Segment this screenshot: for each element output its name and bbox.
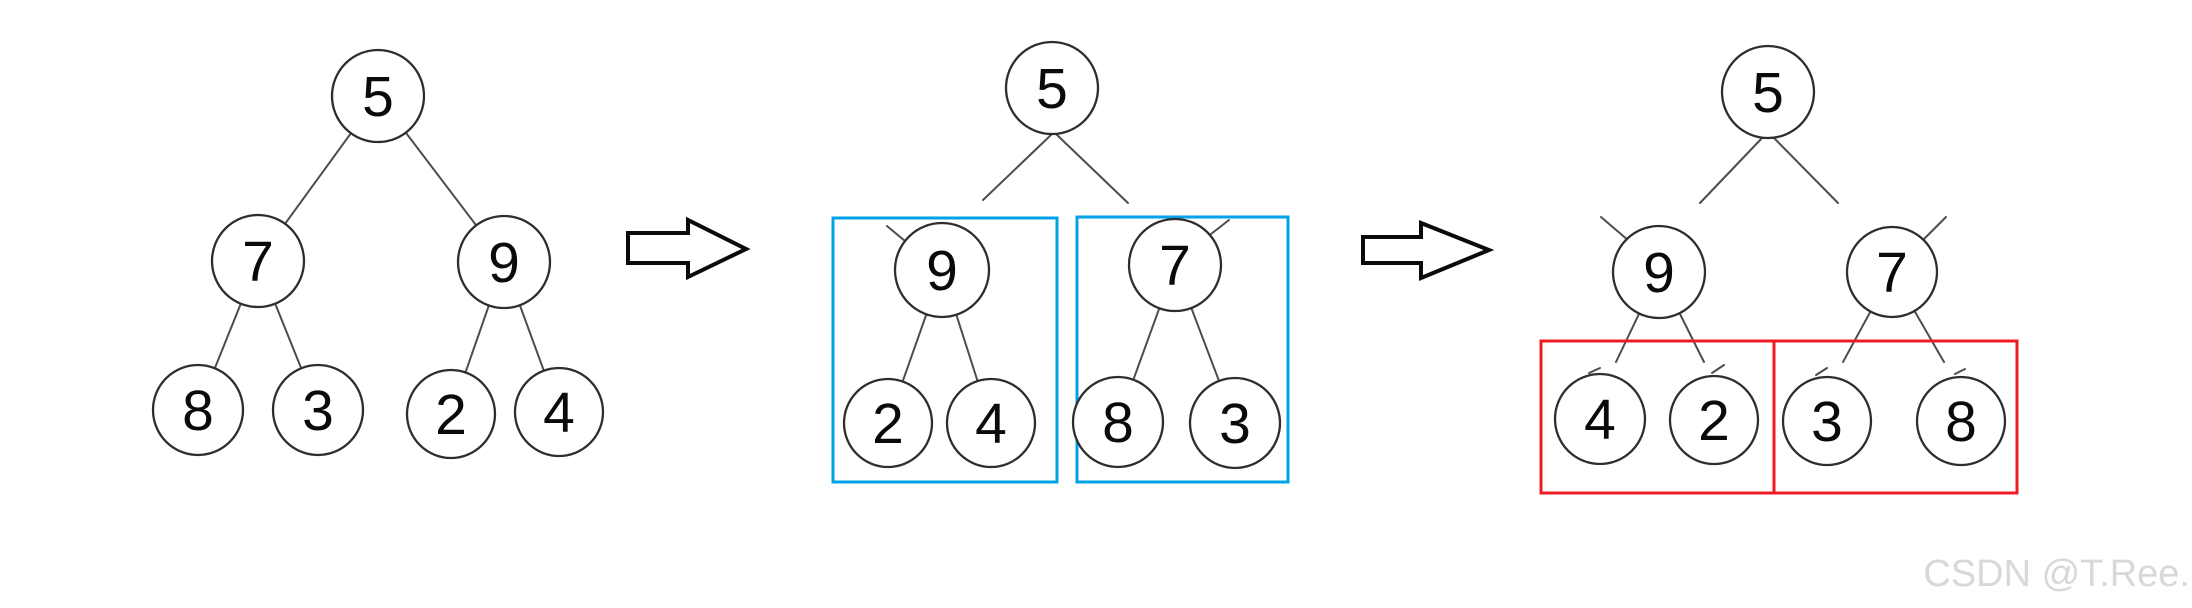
highlight-box-blue-left: [831, 216, 1059, 484]
tree-node: 3: [1188, 376, 1282, 470]
node-circle: [1127, 217, 1223, 313]
tree-3-nodes: 5 9 7 4 2 3 8: [1553, 44, 2007, 467]
node-value: 2: [1698, 389, 1730, 453]
tree-node: 7: [1845, 225, 1939, 319]
tree-1-nodes: 5 7 9 8 3 2 4: [151, 48, 605, 460]
tree-node: 9: [456, 214, 552, 310]
arrow-right-icon: [1361, 220, 1495, 281]
edge-stub: [1711, 364, 1725, 374]
node-circle: [513, 366, 605, 458]
tree-node: 4: [513, 366, 605, 458]
node-value: 4: [975, 392, 1007, 456]
tree-node: 2: [1668, 374, 1760, 466]
tree-node: 5: [1004, 40, 1100, 136]
node-value: 9: [926, 239, 958, 303]
node-circle: [405, 368, 497, 460]
tree-step-1: 5 7 9 8 3 2 4: [151, 48, 605, 460]
node-value: 5: [1752, 61, 1784, 125]
node-circle: [1188, 376, 1282, 470]
tree-node: 7: [210, 213, 306, 309]
node-circle: [1611, 224, 1707, 320]
arrow-right-icon: [626, 216, 751, 281]
csdn-watermark: CSDN @T.Ree.: [1923, 553, 2190, 595]
node-value: 4: [543, 381, 575, 445]
node-value: 2: [435, 383, 467, 447]
node-circle: [893, 221, 991, 319]
tree-node: 3: [1781, 375, 1873, 467]
node-circle: [945, 377, 1037, 469]
tree-node: 2: [842, 377, 934, 469]
tree-node: 3: [271, 363, 365, 457]
node-circle: [1004, 40, 1100, 136]
node-circle: [456, 214, 552, 310]
node-value: 7: [242, 230, 274, 294]
tree-node: 9: [1611, 224, 1707, 320]
node-circle: [1915, 375, 2007, 467]
edge-cut: [1772, 136, 1839, 204]
edge-stub: [1588, 367, 1601, 374]
edge-stub: [1600, 216, 1630, 242]
node-value: 5: [362, 65, 394, 129]
tree-node: 8: [151, 363, 245, 457]
highlight-box-red-right: [1772, 339, 2019, 495]
tree-node: 9: [893, 221, 991, 319]
tree-node: 4: [945, 377, 1037, 469]
node-value: 3: [302, 379, 334, 443]
edge-stub: [1954, 368, 1966, 375]
node-value: 9: [488, 231, 520, 295]
node-value: 5: [1036, 57, 1068, 121]
node-value: 4: [1584, 388, 1616, 452]
node-circle: [1071, 375, 1165, 469]
node-circle: [842, 377, 934, 469]
node-circle: [1720, 44, 1816, 140]
node-circle: [330, 48, 426, 144]
node-circle: [271, 363, 365, 457]
node-circle: [1845, 225, 1939, 319]
node-circle: [1781, 375, 1873, 467]
node-value: 3: [1219, 392, 1251, 456]
node-value: 8: [1945, 390, 1977, 454]
tree-node: 7: [1127, 217, 1223, 313]
tree-step-2: 5 9 7 2 4 8 3: [831, 40, 1290, 484]
edge-cut: [982, 133, 1053, 201]
tree-2-nodes: 5 9 7 2 4 8 3: [842, 40, 1282, 470]
node-value: 7: [1876, 241, 1908, 305]
tree-step-3: 5 9 7 4 2 3 8: [1539, 44, 2019, 495]
node-value: 9: [1643, 241, 1675, 305]
tree-node: 5: [1720, 44, 1816, 140]
node-circle: [210, 213, 306, 309]
edge-stub: [1921, 216, 1947, 242]
edge-cut: [1055, 133, 1129, 204]
node-circle: [151, 363, 245, 457]
edge-stub: [1815, 367, 1828, 376]
node-value: 8: [182, 379, 214, 443]
node-value: 7: [1159, 234, 1191, 298]
node-value: 3: [1811, 390, 1843, 454]
tree-node: 8: [1071, 375, 1165, 469]
node-circle: [1668, 374, 1760, 466]
tree-node: 5: [330, 48, 426, 144]
highlight-box-blue-right: [1075, 215, 1290, 484]
node-value: 8: [1102, 391, 1134, 455]
node-value: 2: [872, 392, 904, 456]
tree-2-highlight-boxes: [831, 215, 1290, 484]
tree-node: 4: [1553, 372, 1647, 466]
edge-cut: [1699, 136, 1764, 204]
tree-3-highlight-boxes: [1539, 339, 2019, 495]
tree-node: 8: [1915, 375, 2007, 467]
node-circle: [1553, 372, 1647, 466]
tree-node: 2: [405, 368, 497, 460]
